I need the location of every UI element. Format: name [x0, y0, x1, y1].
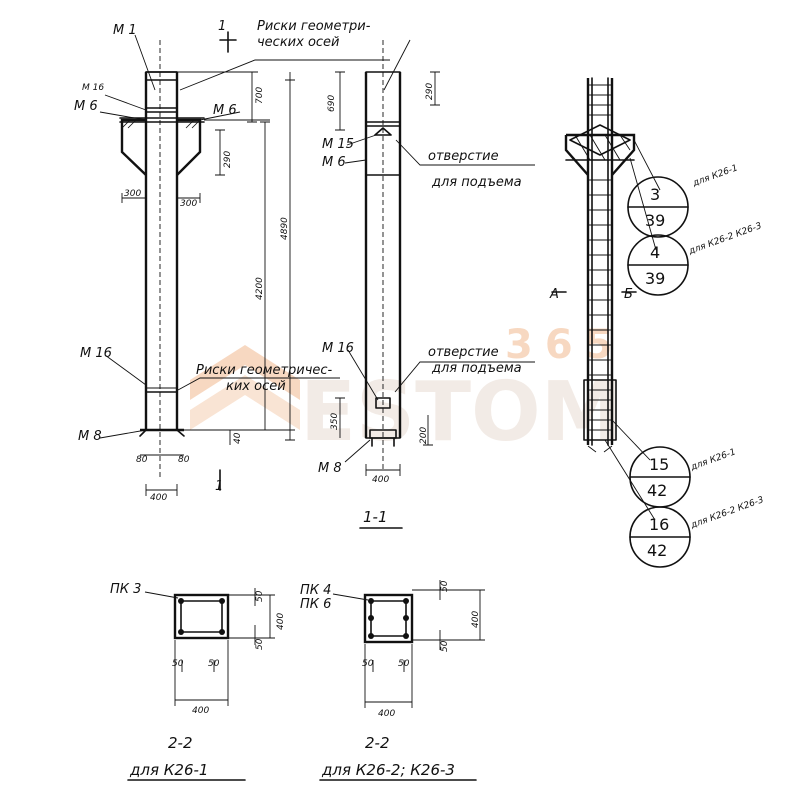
dim-80-right: 80: [178, 455, 190, 465]
dim-290: 290: [223, 151, 233, 168]
label-pk4: ПК 4: [300, 583, 331, 598]
dim-4200: 4200: [255, 277, 265, 300]
section-mark-top: 1: [218, 19, 226, 34]
section-note-b: для К26-2; К26-3: [321, 761, 455, 779]
callout-note: для К26-1: [689, 447, 738, 473]
label-m1: М 1: [113, 23, 137, 38]
callout-note: для К26-2 К26-3: [689, 495, 766, 531]
label-m6-left: М 6: [74, 99, 98, 114]
callout-top: 16: [649, 515, 669, 534]
callout-top: 3: [650, 185, 660, 204]
dim-40: 40: [233, 432, 243, 444]
hole-note-bottom: отверстие: [428, 345, 499, 360]
dim-290-section: 290: [425, 83, 435, 100]
label-m6-section: М 6: [322, 155, 346, 170]
watermark-logo-icon: [190, 345, 300, 400]
dim-700: 700: [255, 87, 265, 104]
reinforcement-cage: А Б: [549, 77, 661, 521]
callout-bottom: 42: [647, 541, 667, 560]
dim-50-b-bottom: 50: [440, 640, 450, 652]
label-m6-right: М 6: [213, 103, 237, 118]
callout-top: 15: [649, 455, 669, 474]
dim-690: 690: [327, 95, 337, 112]
label-pk3: ПК 3: [110, 582, 141, 597]
axes-note-top: Риски геометри-: [257, 19, 371, 34]
dim-50-b-top: 50: [440, 580, 450, 592]
callout-bottom: 39: [645, 211, 665, 230]
section-1-1: М 15 М 6 М 16 М 8 отверстие для подъема …: [318, 39, 535, 529]
dim-50-a-bottom: 50: [255, 638, 265, 650]
dim-400-a-vert: 400: [276, 613, 286, 630]
hole-note-top-2: для подъема: [431, 175, 522, 190]
section-mark-bottom: 1: [215, 479, 223, 494]
label-m15: М 15: [322, 137, 354, 152]
callout-bottom: 39: [645, 269, 665, 288]
label-m16-section: М 16: [322, 341, 354, 356]
section-title-2-2-b: 2-2: [365, 734, 390, 752]
dim-400-section: 400: [372, 475, 389, 485]
hole-note-bottom-2: для подъема: [431, 361, 522, 376]
label-m16-top: М 16: [82, 83, 104, 93]
section-note-a: для К26-1: [129, 761, 208, 779]
dim-300-right: 300: [180, 199, 197, 209]
watermark-brand: ESTOM: [300, 365, 622, 460]
dim-4890: 4890: [280, 217, 290, 240]
dim-50-a-top: 50: [255, 590, 265, 602]
dim-350: 350: [330, 413, 340, 430]
dim-80-left: 80: [136, 455, 148, 465]
section-title-2-2-a: 2-2: [168, 734, 193, 752]
hole-note-top: отверстие: [428, 149, 499, 164]
dim-400-a: 400: [192, 706, 209, 716]
callout-bottom: 42: [647, 481, 667, 500]
dim-50-b-left: 50: [362, 659, 374, 669]
callout-3-39: 3 39 для К26-1: [627, 163, 740, 238]
dim-200: 200: [419, 427, 429, 444]
axes-note-top-2: ческих осей: [257, 35, 340, 50]
dim-400-elevation: 400: [150, 493, 167, 503]
view-label-b: Б: [624, 287, 633, 302]
dim-300-left: 300: [124, 189, 141, 199]
dim-50-a-right: 50: [208, 659, 220, 669]
watermark: ESTOM 365: [190, 322, 622, 460]
dim-400-b: 400: [378, 709, 395, 719]
section-2-2-k26-1: ПК 3 400 400 50 50 50 50 2-2 для К26-1: [110, 582, 286, 781]
section-2-2-k26-23: ПК 4 ПК 6 400 400 50 50 50 50 2-2 для К2…: [300, 580, 485, 781]
callout-note: для К26-2 К26-3: [687, 221, 764, 257]
dim-50-a-left: 50: [172, 659, 184, 669]
dim-50-b-right: 50: [398, 659, 410, 669]
view-label-a: А: [549, 287, 559, 302]
axes-note-bottom-2: ких осей: [226, 379, 286, 394]
label-m8: М 8: [78, 429, 102, 444]
dim-400-b-vert: 400: [471, 611, 481, 628]
axes-note-bottom: Риски геометричес-: [196, 363, 333, 378]
label-m16-bottom: М 16: [80, 346, 112, 361]
callout-4-39: 4 39 для К26-2 К26-3: [627, 221, 764, 296]
callout-note: для К26-1: [691, 163, 740, 189]
front-elevation: М 1 М 16 М 6 М 6 М 16 М 8 1 1 Риски геом…: [74, 19, 390, 503]
section-title-1-1: 1-1: [363, 508, 388, 526]
callout-top: 4: [650, 243, 660, 262]
label-pk6: ПК 6: [300, 597, 331, 612]
label-m8-section: М 8: [318, 461, 342, 476]
